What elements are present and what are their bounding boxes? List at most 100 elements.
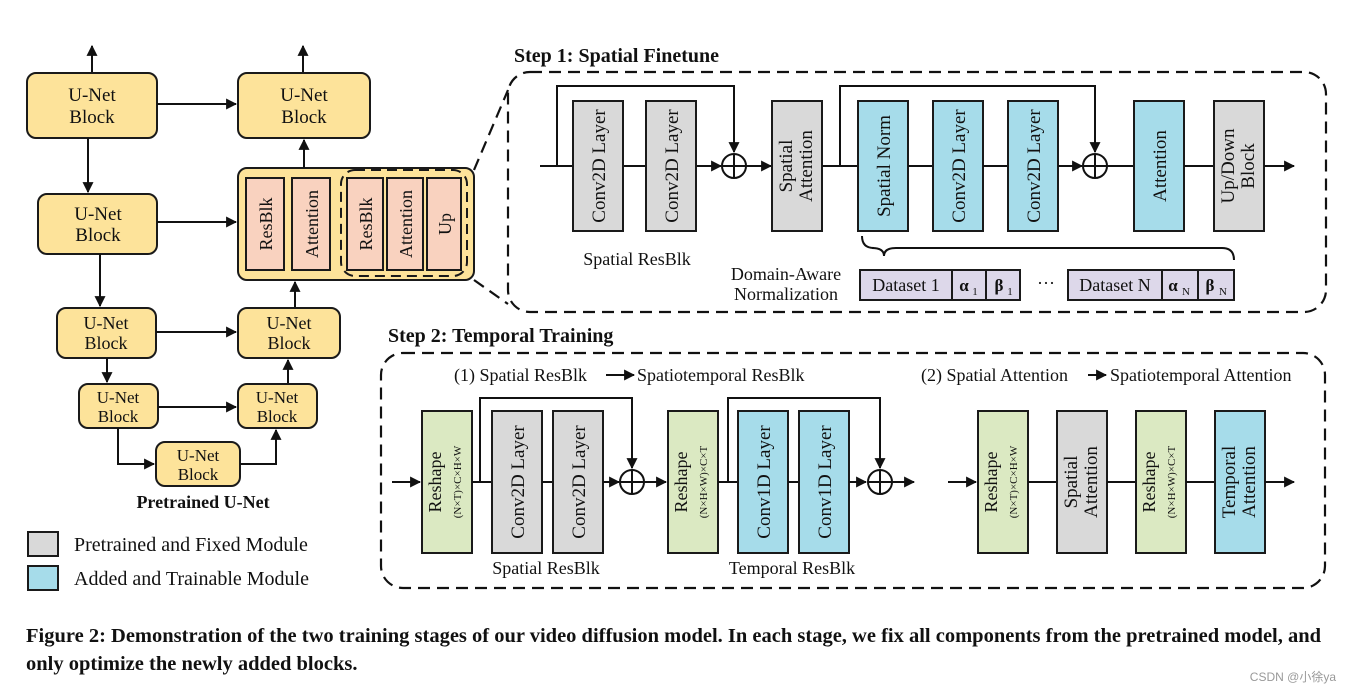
unet-block-up-3: U-Net Block bbox=[237, 307, 341, 359]
unet-block-down-3: U-Net Block bbox=[56, 307, 157, 359]
svg-text:Conv2D Layer: Conv2D Layer bbox=[662, 109, 683, 223]
step2-conv2d-2 bbox=[552, 410, 604, 554]
svg-text:Temporal: Temporal bbox=[1219, 446, 1240, 519]
legend: Pretrained and Fixed Module Added and Tr… bbox=[27, 531, 309, 591]
svg-text:N: N bbox=[1219, 286, 1227, 298]
svg-text:Attention: Attention bbox=[1081, 446, 1102, 518]
step2-reshape-2 bbox=[667, 410, 719, 554]
step1-conv2d-1 bbox=[572, 100, 624, 232]
dan-brace bbox=[861, 235, 1235, 261]
svg-text:U-Net: U-Net bbox=[74, 204, 122, 225]
svg-text:(N×T)×C×H×W: (N×T)×C×H×W bbox=[1008, 445, 1020, 518]
svg-text:Block: Block bbox=[257, 407, 298, 426]
unet-block-bottom: U-Net Block bbox=[155, 441, 241, 487]
add-node-step1-2 bbox=[1082, 153, 1108, 179]
step2-temporal-attention bbox=[1214, 410, 1266, 554]
step2-subtitle-2-target: Spatiotemporal Attention bbox=[1110, 365, 1291, 385]
svg-text:Attention: Attention bbox=[396, 190, 416, 258]
attention-box-2 bbox=[386, 177, 424, 271]
step1-updown-block bbox=[1213, 100, 1265, 232]
svg-text:Block: Block bbox=[281, 107, 327, 128]
svg-text:Attention: Attention bbox=[1239, 446, 1260, 518]
step1-attention bbox=[1133, 100, 1185, 232]
svg-text:Spatial: Spatial bbox=[1061, 456, 1082, 509]
svg-text:Reshape: Reshape bbox=[981, 452, 1001, 513]
svg-text:Conv1D Layer: Conv1D Layer bbox=[815, 425, 836, 539]
dan-label-2: Normalization bbox=[734, 284, 838, 304]
svg-text:Block: Block bbox=[178, 465, 219, 484]
step2-subtitle-1: (1) Spatial ResBlk bbox=[454, 365, 587, 386]
watermark: CSDN @小徐ya bbox=[1249, 670, 1336, 684]
svg-text:Conv2D Layer: Conv2D Layer bbox=[569, 425, 590, 539]
unet-block-up-4: U-Net Block bbox=[237, 383, 318, 429]
unet-block-down-1: U-Net Block bbox=[26, 72, 158, 139]
add-node-step1-1 bbox=[721, 153, 747, 179]
svg-text:Up/Down: Up/Down bbox=[1218, 128, 1239, 203]
add-node-step2-1 bbox=[619, 469, 645, 495]
svg-text:Block: Block bbox=[1238, 143, 1259, 189]
svg-text:Conv2D Layer: Conv2D Layer bbox=[949, 109, 970, 223]
step1-conv2d-4 bbox=[1007, 100, 1059, 232]
legend-swatch-trainable bbox=[27, 565, 59, 591]
dataset-n-group: Dataset N α N β N bbox=[1067, 269, 1235, 301]
svg-text:α: α bbox=[959, 276, 969, 295]
svg-text:ResBlk: ResBlk bbox=[356, 197, 376, 250]
step2-conv1d-1 bbox=[737, 410, 789, 554]
svg-text:β: β bbox=[995, 276, 1004, 295]
legend-fixed-label: Pretrained and Fixed Module bbox=[74, 534, 308, 556]
svg-text:U-Net: U-Net bbox=[256, 388, 299, 407]
svg-text:β: β bbox=[1206, 276, 1215, 295]
step2-title: Step 2: Temporal Training bbox=[388, 325, 613, 347]
zoom-line-bottom bbox=[473, 279, 509, 305]
svg-text:Conv1D Layer: Conv1D Layer bbox=[754, 425, 775, 539]
svg-text:Spatial: Spatial bbox=[776, 140, 797, 193]
add-node-step2-2 bbox=[867, 469, 893, 495]
svg-text:Block: Block bbox=[268, 333, 311, 353]
dataset-1-group: Dataset 1 α 1 β 1 bbox=[859, 269, 1021, 301]
legend-trainable-label: Added and Trainable Module bbox=[74, 568, 309, 590]
step2-reshape-3 bbox=[977, 410, 1029, 554]
svg-text:U-Net: U-Net bbox=[97, 388, 140, 407]
step1-spatial-norm bbox=[857, 100, 909, 232]
svg-text:Conv2D Layer: Conv2D Layer bbox=[589, 109, 610, 223]
step1-frame bbox=[506, 70, 1328, 314]
attention-box bbox=[291, 177, 331, 271]
svg-text:(N×H×W)×C×T: (N×H×W)×C×T bbox=[1166, 445, 1178, 518]
svg-text:Reshape: Reshape bbox=[671, 452, 691, 513]
step2-reshape-4 bbox=[1135, 410, 1187, 554]
resblk-box-2 bbox=[346, 177, 384, 271]
pretrained-unet: U-Net Block U-Net Block U-Net Block ResB… bbox=[26, 44, 475, 512]
svg-text:1: 1 bbox=[972, 286, 978, 298]
svg-text:Conv2D Layer: Conv2D Layer bbox=[1024, 109, 1045, 223]
dataset-ellipsis: ··· bbox=[1037, 273, 1055, 293]
dan-label-1: Domain-Aware bbox=[731, 264, 841, 284]
svg-text:U-Net: U-Net bbox=[177, 446, 220, 465]
step1-conv2d-2 bbox=[645, 100, 697, 232]
step1-title: Step 1: Spatial Finetune bbox=[514, 45, 719, 67]
up-box bbox=[426, 177, 462, 271]
highlight-dashed-box bbox=[340, 169, 468, 277]
svg-text:(N×T)×C×H×W: (N×T)×C×H×W bbox=[452, 445, 464, 518]
svg-text:Up: Up bbox=[435, 213, 455, 235]
svg-text:Attention: Attention bbox=[1150, 130, 1171, 202]
svg-text:Dataset N: Dataset N bbox=[1079, 275, 1150, 295]
svg-text:Dataset 1: Dataset 1 bbox=[872, 275, 939, 295]
resblk-box bbox=[245, 177, 285, 271]
svg-text:Block: Block bbox=[85, 333, 128, 353]
svg-text:Attention: Attention bbox=[796, 130, 817, 202]
step2-conv1d-2 bbox=[798, 410, 850, 554]
svg-text:Block: Block bbox=[98, 407, 139, 426]
step1-conv2d-3 bbox=[932, 100, 984, 232]
step2-temporal-training: Step 2: Temporal Training (1) Spatial Re… bbox=[379, 325, 1327, 590]
svg-text:Spatial Norm: Spatial Norm bbox=[874, 115, 895, 217]
step2-subtitle-1-target: Spatiotemporal ResBlk bbox=[637, 365, 804, 385]
figure-caption: Figure 2: Demonstration of the two train… bbox=[26, 625, 1322, 675]
svg-text:N: N bbox=[1182, 286, 1190, 298]
step2-spatial-attention bbox=[1056, 410, 1108, 554]
step1-spatial-resblk-label: Spatial ResBlk bbox=[583, 249, 691, 269]
unet-block-down-4: U-Net Block bbox=[78, 383, 159, 429]
svg-text:Attention: Attention bbox=[302, 190, 322, 258]
svg-text:Reshape: Reshape bbox=[425, 452, 445, 513]
svg-text:Conv2D Layer: Conv2D Layer bbox=[508, 425, 529, 539]
